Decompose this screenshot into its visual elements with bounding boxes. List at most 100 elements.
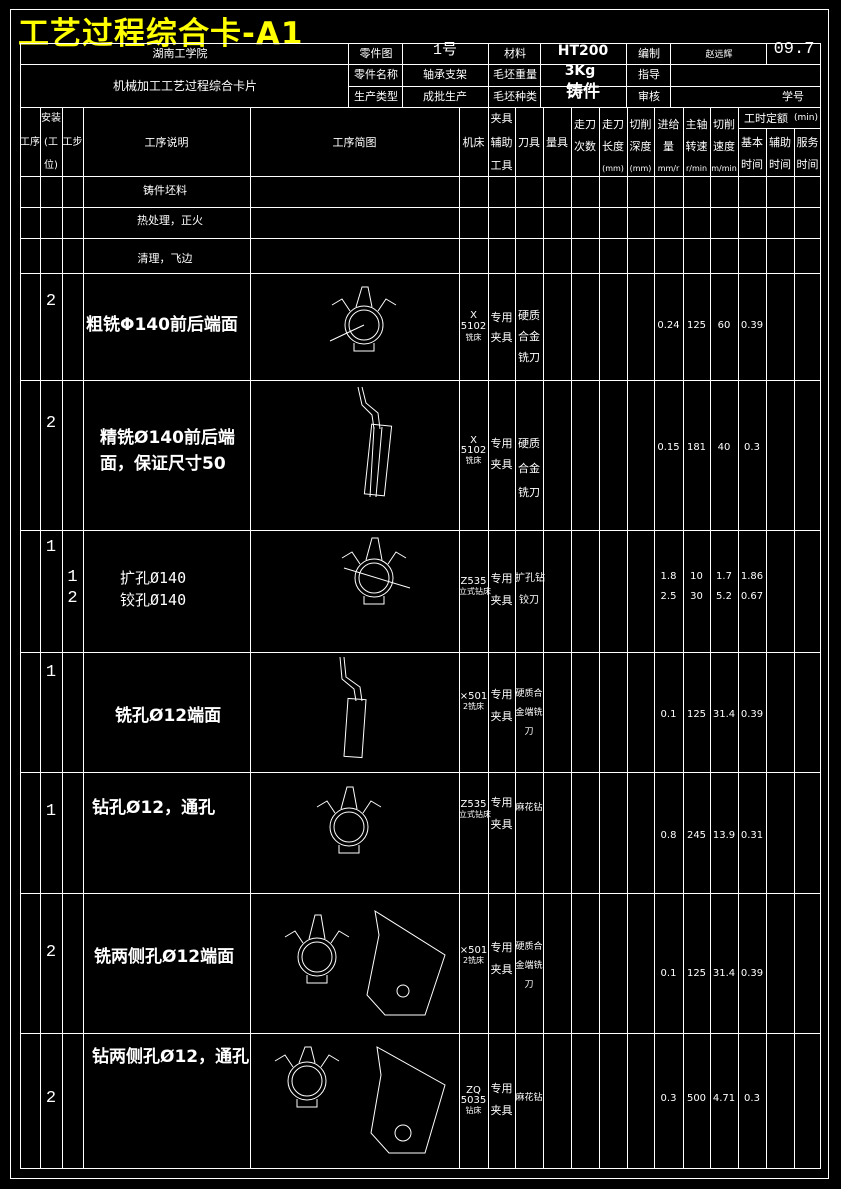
col-cut-unit: m/min: [711, 164, 737, 173]
row1-install: 2: [45, 292, 57, 311]
row4-fixture-a: 专用: [490, 688, 513, 701]
row4-tool-a: 硬质合: [515, 689, 543, 699]
row4-install: 1: [45, 663, 57, 682]
row7-install: 2: [45, 1089, 57, 1108]
material-value: HT200: [557, 43, 609, 59]
col-cut-b: 速度: [713, 140, 735, 153]
row3-basic-a: 1.86: [740, 571, 764, 582]
blank-weight-label: 毛坯重量: [493, 68, 537, 81]
row3-install: 1: [45, 538, 57, 557]
row5-install: 1: [45, 802, 57, 821]
row3-fixture-a: 专用: [490, 572, 513, 585]
row6-machine-a: ×501: [459, 945, 488, 956]
col-fixture-c: 工具: [490, 159, 513, 172]
col-length-b: 长度: [602, 140, 624, 153]
col-feed-a: 进给: [657, 118, 680, 131]
row5-feed: 0.8: [660, 830, 677, 841]
col-desc: 工序说明: [144, 136, 189, 149]
row7-machine-a: ZQ: [466, 1085, 481, 1096]
row6-tool-c: 刀: [524, 980, 534, 990]
row2-tool-b: 合金: [518, 462, 540, 475]
row4-machine-b: 2铣床: [462, 702, 485, 711]
row6-machine-b: 2铣床: [462, 956, 485, 965]
col-feed-b: 量: [663, 140, 674, 153]
row6-install: 2: [45, 943, 57, 962]
row3-desc-b: 铰孔Ø140: [120, 591, 187, 609]
row6-tool-b: 金端铣: [515, 961, 543, 971]
col-passes-a: 走刀: [574, 118, 596, 131]
row3-machine-a: Z535: [460, 576, 487, 587]
row6-fixture-b: 夹具: [490, 963, 513, 976]
row4-machine-a: ×501: [459, 691, 488, 702]
date-value: 09.7: [773, 40, 815, 59]
row2-basic: 0.3: [744, 442, 760, 453]
row3-step-b: 2: [67, 589, 78, 608]
row3-speed-a: 10: [690, 571, 703, 582]
row3-speed-b: 30: [690, 591, 703, 602]
blank-type-value: 铸件: [566, 82, 600, 102]
col-passes-b: 次数: [574, 140, 596, 153]
row5-machine-b: 立式钻床: [459, 810, 491, 819]
material-label: 材料: [504, 47, 526, 60]
row3-tool-b: 铰刀: [519, 595, 539, 606]
col-length-a: 走刀: [602, 118, 624, 131]
col-install-a: 安装: [41, 113, 61, 124]
author-label: 编制: [638, 47, 660, 60]
row4-tool-b: 金端铣: [515, 708, 543, 718]
row2-machine-c: 铣床: [465, 456, 482, 465]
author-value: 赵远辉: [705, 50, 733, 60]
row5-desc: 钻孔Ø12，通孔: [92, 798, 216, 818]
row3-feed-a: 1.8: [660, 571, 677, 582]
row4-cut: 31.4: [712, 709, 736, 720]
student-no-label: 学号: [782, 90, 804, 103]
row7-basic: 0.3: [744, 1093, 760, 1104]
row2-machine-b: 5102: [460, 445, 487, 456]
row2-feed: 0.15: [657, 442, 680, 453]
sketch-front-view-2: [341, 537, 411, 605]
col-basic-a: 基本: [741, 136, 763, 149]
row1-fixture-a: 专用: [490, 311, 513, 324]
row2-tool-c: 铣刀: [518, 486, 540, 499]
row5-basic: 0.31: [740, 830, 764, 841]
row1-tool-a: 硬质: [518, 309, 540, 322]
part-no-value: 1号: [432, 42, 457, 59]
part-name-value: 轴承支架: [423, 68, 467, 81]
col-depth-b: 深度: [629, 140, 652, 153]
row6-basic: 0.39: [740, 968, 764, 979]
col-gauge: 量具: [546, 136, 568, 149]
col-aux-b: 时间: [769, 158, 791, 171]
sketch-front-view-3: [316, 786, 382, 854]
row7-fixture-b: 夹具: [490, 1104, 513, 1117]
row4-desc: 铣孔Ø12端面: [115, 706, 222, 726]
col-time-header: 工时定额: [744, 112, 788, 125]
col-process: 工序: [20, 137, 40, 148]
prod-type-label: 生产类型: [354, 90, 398, 103]
row7-cut: 4.71: [712, 1093, 736, 1104]
row6-feed: 0.1: [660, 968, 677, 979]
col-speed-a: 主轴: [685, 118, 708, 131]
sketch-section-view-2: [274, 1046, 446, 1154]
blank-type-label: 毛坯种类: [493, 90, 537, 103]
review-label: 审核: [638, 90, 660, 103]
row6-cut: 31.4: [712, 968, 736, 979]
row3-tool-a: 扩孔钻: [515, 573, 545, 584]
col-depth-a: 切削: [629, 118, 652, 131]
row5-tool-a: 麻花钻: [515, 803, 543, 813]
col-fixture-b: 辅助: [490, 136, 513, 149]
drawing-frame: [10, 9, 829, 1179]
row1-cut: 60: [717, 320, 731, 331]
row6-speed: 125: [686, 968, 707, 979]
col-serv-b: 时间: [796, 158, 819, 171]
col-tool: 刀具: [518, 136, 540, 149]
row5-fixture-b: 夹具: [490, 818, 513, 831]
row2-fixture-a: 专用: [490, 437, 513, 450]
row7-speed: 500: [686, 1093, 707, 1104]
simple-row-heat: 热处理，正火: [137, 214, 203, 227]
row4-fixture-b: 夹具: [490, 710, 513, 723]
row5-cut: 13.9: [712, 830, 736, 841]
col-sketch: 工序简图: [332, 136, 377, 149]
row7-machine-c: 钻床: [465, 1106, 482, 1115]
row7-feed: 0.3: [660, 1093, 677, 1104]
row3-feed-b: 2.5: [660, 591, 677, 602]
